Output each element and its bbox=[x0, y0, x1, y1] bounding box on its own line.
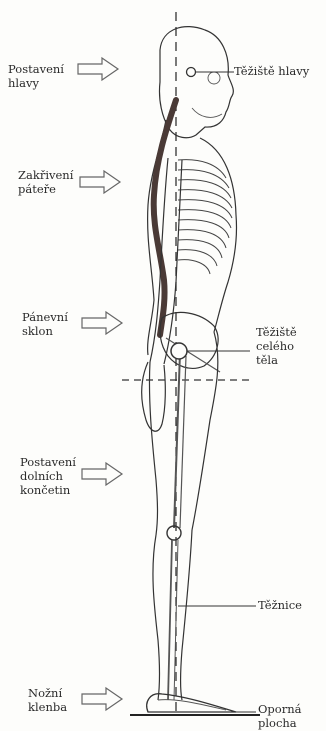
tibia bbox=[168, 540, 172, 700]
upper-arm-inner bbox=[164, 160, 182, 364]
label-plumb-line: Těžnice bbox=[258, 598, 302, 612]
calf-back bbox=[153, 535, 160, 700]
jaw bbox=[192, 108, 222, 117]
label-spine-curvature: Zakřivení páteře bbox=[18, 168, 73, 196]
foot-bones bbox=[158, 700, 226, 710]
body-front-outline bbox=[200, 138, 237, 332]
eye-socket bbox=[208, 72, 220, 84]
knee-joint bbox=[167, 526, 181, 540]
head-center-of-gravity-icon bbox=[187, 68, 196, 77]
label-support-area: Oporná plocha bbox=[258, 702, 301, 730]
hand bbox=[142, 362, 166, 431]
rib-cage bbox=[178, 160, 232, 274]
spine bbox=[154, 100, 176, 335]
arrow-icon bbox=[78, 58, 122, 710]
label-pelvic-tilt: Pánevní sklon bbox=[22, 310, 68, 338]
femur-inner bbox=[180, 356, 186, 528]
label-head-posture: Postavení hlavy bbox=[8, 62, 64, 90]
label-body-center-of-gravity: Těžiště celého těla bbox=[256, 325, 297, 367]
label-foot-arch: Nožní klenba bbox=[28, 686, 67, 714]
shin-front bbox=[181, 530, 193, 700]
label-head-center-of-gravity: Těžiště hlavy bbox=[234, 64, 309, 78]
front-thigh bbox=[192, 332, 218, 530]
femur bbox=[174, 352, 180, 528]
body-center-of-gravity-icon bbox=[171, 343, 187, 359]
back-thigh bbox=[149, 362, 157, 535]
label-lower-limb-posture: Postavení dolních končetin bbox=[20, 455, 76, 497]
